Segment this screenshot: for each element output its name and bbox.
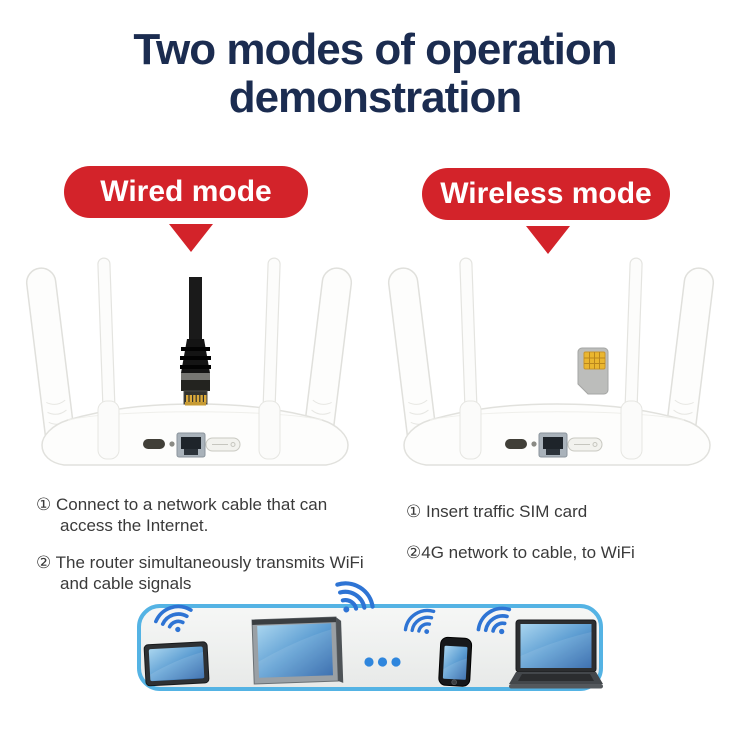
step-number: ② — [36, 552, 56, 572]
wireless-mode-steps: ① Insert traffic SIM card ②4G network to… — [406, 501, 736, 584]
wired-mode-badge: Wired mode — [64, 166, 308, 218]
router-wireless-illustration — [386, 257, 716, 466]
sim-card-icon — [577, 347, 609, 395]
wired-mode-steps: ① Connect to a network cable that can ac… — [36, 494, 374, 609]
wireless-step-2: ②4G network to cable, to WiFi — [406, 542, 736, 563]
wired-step-2: ② The router simultaneously transmits Wi… — [36, 552, 374, 595]
wired-step-1: ① Connect to a network cable that can ac… — [36, 494, 374, 537]
router-wired-illustration — [24, 257, 354, 466]
wireless-mode-badge: Wireless mode — [422, 168, 670, 220]
step-number: ① — [406, 502, 426, 521]
title-line-1: Two modes of operation — [133, 25, 617, 74]
wireless-pointer-triangle-icon — [526, 226, 570, 254]
title-line-2: demonstration — [228, 72, 523, 122]
step-number: ① — [36, 495, 56, 514]
tablet-icon — [143, 641, 210, 687]
connected-devices-banner — [137, 588, 603, 691]
ellipsis-dots — [364, 657, 401, 667]
step-text: Connect to a network cable that can acce… — [55, 495, 328, 536]
step-number: ② — [406, 543, 422, 563]
wired-pointer-triangle-icon — [169, 224, 213, 252]
ethernet-cable-icon — [180, 277, 211, 406]
laptop-icon — [509, 619, 603, 689]
step-text: The router simultaneously transmits WiFi… — [55, 552, 364, 593]
wireless-step-1: ① Insert traffic SIM card — [406, 501, 736, 522]
step-text: 4G network to cable, to WiFi — [421, 543, 635, 563]
smartphone-icon — [438, 636, 473, 687]
step-text: Insert traffic SIM card — [425, 502, 588, 521]
monitor-icon — [251, 616, 344, 685]
